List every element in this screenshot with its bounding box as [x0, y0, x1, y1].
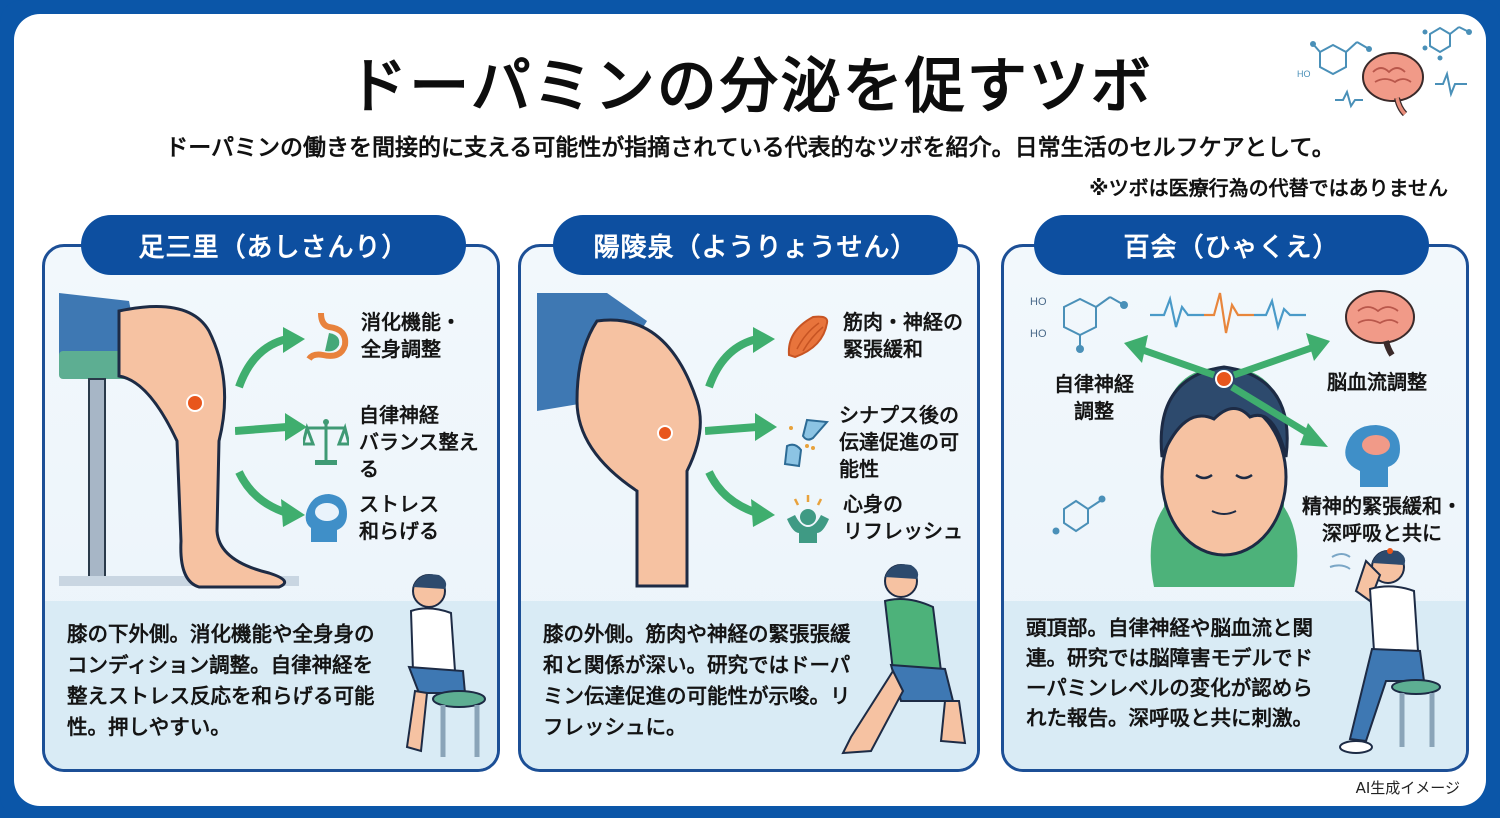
effect-digestion: 消化機能・ 全身調整	[303, 309, 461, 363]
acupoint-card-youryousen: 陽陵泉（ようりょうせん） 筋肉・神経の 緊張緩和 シナプス後の 伝達促進の可能性	[518, 215, 980, 772]
acupoint-card-hyakue: 百会（ひゃくえ） HO HO	[1001, 215, 1469, 772]
effect-muscle-relax: 筋肉・神経の 緊張緩和	[783, 309, 963, 363]
muscle-icon	[787, 315, 829, 359]
ai-generated-credit: AI生成イメージ	[1355, 779, 1460, 797]
description-panel: 膝の下外側。消化機能や全身身のコンディション調整。自律神経を整えストレス反応を和…	[45, 574, 497, 769]
person-refresh-icon	[787, 495, 829, 543]
effect-label-blood-flow: 脳血流調整	[1327, 370, 1427, 394]
disclaimer-note: ※ツボは医療行為の代替ではありません	[1089, 176, 1448, 200]
acupoint-title: 百会（ひゃくえ）	[1034, 215, 1429, 275]
effect-label: 自律神経 バランス整える	[359, 403, 479, 481]
balance-scale-icon	[303, 418, 349, 465]
header-decoration: HO	[1285, 22, 1475, 122]
head-brain-icon	[1345, 425, 1400, 487]
acupoint-card-ashisanri: 足三里（あしさんり） 消化機能・ 全身調整 自	[42, 215, 500, 772]
person-kneeling-pressing-knee-illustration	[841, 564, 967, 755]
effect-synapse: シナプス後の 伝達促進の可能性	[783, 402, 977, 483]
effect-label: シナプス後の 伝達促進の可能性	[839, 403, 959, 481]
effect-label: ストレス 和らげる	[359, 492, 439, 543]
leg-illustration	[59, 293, 299, 589]
effect-arrows	[235, 327, 307, 527]
page-subtitle: ドーパミンの働きを間接的に支える可能性が指摘されている代表的なツボを紹介。日常生…	[165, 135, 1335, 161]
knee-illustration	[537, 293, 702, 588]
effect-autonomic-balance: 自律神経 バランス整える	[303, 402, 497, 483]
acupoint-title: 足三里（あしさんり）	[81, 215, 466, 275]
dopamine-molecule-icon	[1063, 296, 1125, 347]
page-title: ドーパミンの分泌を促すツボ	[347, 52, 1153, 122]
head-brain-icon	[305, 494, 347, 542]
person-seated-pressing-knee-illustration	[405, 574, 486, 757]
head-illustration: HO HO	[1030, 290, 1415, 587]
acupoint-title: 陽陵泉（ようりょうせん）	[553, 215, 958, 275]
brain-icon	[1345, 290, 1415, 357]
brain-icon	[1362, 52, 1424, 117]
effect-refresh: 心身の リフレッシュ	[783, 491, 963, 545]
svg-text:HO: HO	[1297, 69, 1311, 79]
effect-label-tension-relief: 精神的緊張緩和・ 深呼吸と共に	[1302, 494, 1462, 545]
acupoint-description: 膝の下外側。消化機能や全身身のコンディション調整。自律神経を整えストレス反応を和…	[67, 622, 375, 739]
effect-label: 消化機能・ 全身調整	[361, 310, 461, 361]
acupoint-description: 頭頂部。自律神経や脳血流と関連。研究では脳障害モデルでドーパミンレベルの変化が認…	[1026, 616, 1313, 730]
stomach-icon	[306, 312, 349, 361]
effect-stress-relief: ストレス 和らげる	[303, 491, 439, 545]
effect-label-autonomic: 自律神経 調整	[1054, 372, 1134, 423]
description-panel: 頭頂部。自律神経や脳血流と関連。研究では脳障害モデルでドーパミンレベルの変化が認…	[1004, 548, 1466, 769]
svg-text:HO: HO	[1030, 296, 1047, 308]
dopamine-molecule-icon: HO	[1297, 26, 1472, 117]
synapse-icon	[783, 418, 829, 467]
acupoint-description: 膝の外側。筋肉や神経の緊張張緩和と関係が深い。研究ではドーパミン伝達促進の可能性…	[543, 622, 851, 739]
person-seated-touching-head-illustration	[1329, 548, 1441, 754]
effect-arrows	[705, 327, 777, 527]
description-panel: 膝の外側。筋肉や神経の緊張張緩和と関係が深い。研究ではドーパミン伝達促進の可能性…	[521, 564, 977, 769]
effect-label: 心身の リフレッシュ	[843, 492, 963, 543]
svg-text:HO: HO	[1030, 328, 1047, 340]
effect-label: 筋肉・神経の 緊張緩和	[843, 310, 963, 361]
